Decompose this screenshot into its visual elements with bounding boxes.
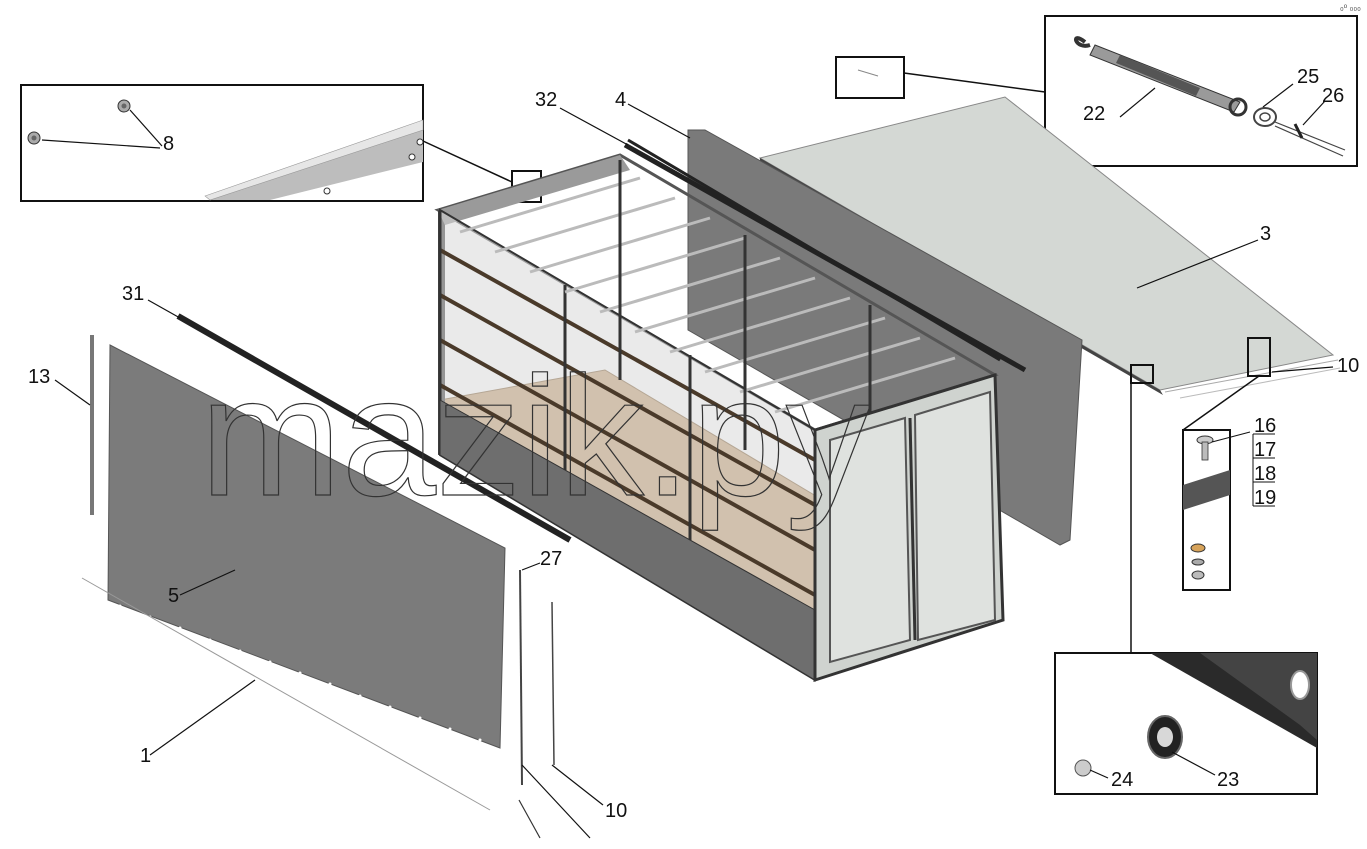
callout-17: 17 (1254, 439, 1276, 461)
callout-16: 16 (1254, 415, 1276, 437)
callout-8: 8 (163, 133, 174, 155)
callout-10-bottom: 10 (605, 800, 627, 822)
callout-13: 13 (28, 366, 50, 388)
callout-3: 3 (1260, 223, 1271, 245)
callout-4: 4 (615, 89, 626, 111)
callout-26: 26 (1322, 85, 1344, 107)
cargo-body-frame (434, 153, 1005, 683)
callout-23: 23 (1217, 769, 1239, 791)
watermark: mazik.py (200, 342, 871, 532)
callout-22: 22 (1083, 103, 1105, 125)
side-curtain-left (107, 344, 506, 749)
callout-31: 31 (122, 283, 144, 305)
inset-bolt (1182, 429, 1275, 591)
nut-icon (1074, 759, 1092, 777)
callout-1: 1 (140, 745, 151, 767)
callout-27: 27 (540, 548, 562, 570)
inset-grommet (1054, 652, 1318, 795)
callout-18: 18 (1254, 463, 1276, 485)
callout-24: 24 (1111, 769, 1133, 791)
callout-32: 32 (535, 89, 557, 111)
corner-mark: ₀ᵒ ₀₀₀ (1340, 2, 1361, 12)
callout-19: 19 (1254, 487, 1276, 509)
inset-top-left (20, 84, 424, 202)
inset-turnbuckle (1044, 15, 1358, 167)
callout-labels: 32 4 3 10 22 25 26 8 31 13 5 1 27 10 16 … (28, 66, 1359, 822)
callout-25: 25 (1297, 66, 1319, 88)
callout-5: 5 (168, 585, 179, 607)
callout-10-right: 10 (1337, 355, 1359, 377)
